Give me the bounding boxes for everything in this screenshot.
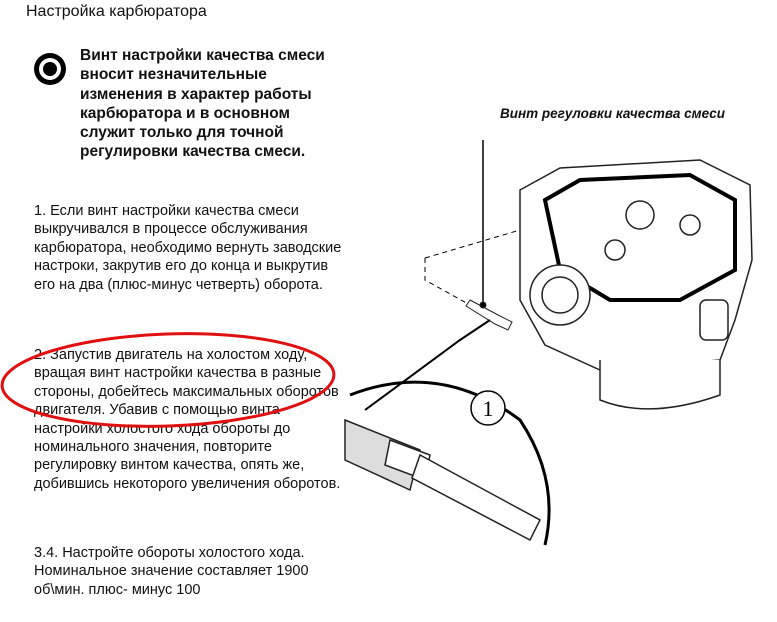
screwdriver-detail — [344, 418, 541, 542]
page-title: Настройка карбюратора — [26, 3, 207, 20]
callout-circle — [470, 390, 506, 426]
paragraph-1: 1. Если винт настройки качества смеси вы… — [34, 203, 342, 293]
paragraph-3: 3.4. Настройте обороты холостого хода. Н… — [34, 545, 309, 598]
note-text: Винт настройки качества смеси вносит нез… — [80, 47, 325, 161]
bullseye-icon — [34, 53, 66, 85]
carburetor-illustration — [519, 159, 753, 410]
figure-caption: Винт регуловки качества смеси — [500, 106, 726, 121]
paragraph-2: 2. Запустив двигатель на холостом ходу, … — [34, 347, 341, 492]
callout-number: 1 — [483, 396, 494, 421]
adjust-screw — [465, 299, 513, 331]
highlight-ellipse — [0, 332, 336, 428]
